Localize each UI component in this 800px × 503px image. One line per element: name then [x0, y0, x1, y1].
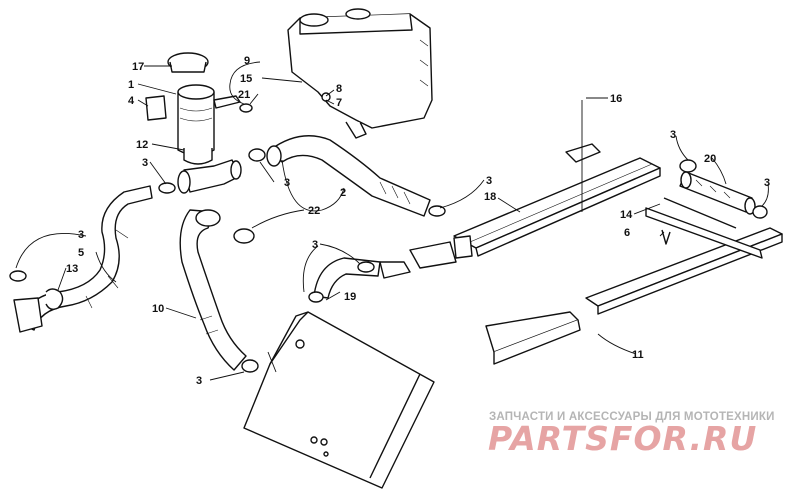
callout-9: 9 — [244, 55, 250, 67]
bracket-16 — [565, 100, 601, 212]
callout-17: 17 — [132, 61, 144, 73]
callout-3-outlet: 3 — [284, 177, 290, 189]
callout-1: 1 — [128, 79, 134, 91]
callout-7: 7 — [336, 97, 342, 109]
callout-8: 8 — [336, 83, 342, 95]
callout-11: 11 — [632, 349, 644, 361]
watermark-brand: PARTSFOR.RU — [488, 419, 757, 458]
callout-3-bottle: 3 — [142, 157, 148, 169]
callout-10: 10 — [152, 303, 164, 315]
callout-18: 18 — [484, 191, 496, 203]
reservoir-tank — [287, 8, 433, 139]
callout-labels: 17 1 4 12 3 9 15 21 8 7 3 2 22 3 5 13 3 … — [66, 55, 770, 387]
hose-10 — [179, 209, 247, 371]
expansion-bottle — [145, 52, 241, 165]
watermark: ЗАПЧАСТИ И АКСЕССУАРЫ ДЛЯ МОТОТЕХНИКИ PA… — [488, 411, 775, 458]
callout-21: 21 — [238, 89, 250, 101]
callout-3-tube-left: 3 — [670, 129, 676, 141]
callout-3-left: 3 — [78, 229, 84, 241]
callout-2: 2 — [340, 187, 346, 199]
radiator — [243, 311, 435, 489]
hose-2 — [266, 135, 431, 217]
callout-3-radiator: 3 — [196, 375, 202, 387]
hose-5 — [13, 185, 153, 333]
callout-6: 6 — [624, 227, 630, 239]
bottle-outlet-fitting — [177, 159, 242, 194]
heat-exchanger-rails — [409, 157, 783, 365]
callout-14: 14 — [620, 209, 633, 221]
callout-3-hose19: 3 — [312, 239, 318, 251]
leader-lines — [15, 61, 769, 381]
callout-15: 15 — [240, 73, 252, 85]
callout-5: 5 — [78, 247, 84, 259]
callout-13: 13 — [66, 263, 78, 275]
callout-3-tube-right: 3 — [764, 177, 770, 189]
callout-4: 4 — [128, 95, 135, 107]
watermark-subtitle: ЗАПЧАСТИ И АКСЕССУАРЫ ДЛЯ МОТОТЕХНИКИ — [489, 411, 775, 423]
callout-22: 22 — [308, 205, 320, 217]
hose-clamps — [9, 103, 768, 373]
callout-12: 12 — [136, 139, 148, 151]
callout-3-rail: 3 — [486, 175, 492, 187]
callout-19: 19 — [344, 291, 356, 303]
tube-20 — [679, 171, 756, 215]
callout-16: 16 — [610, 93, 622, 105]
callout-20: 20 — [704, 153, 716, 165]
